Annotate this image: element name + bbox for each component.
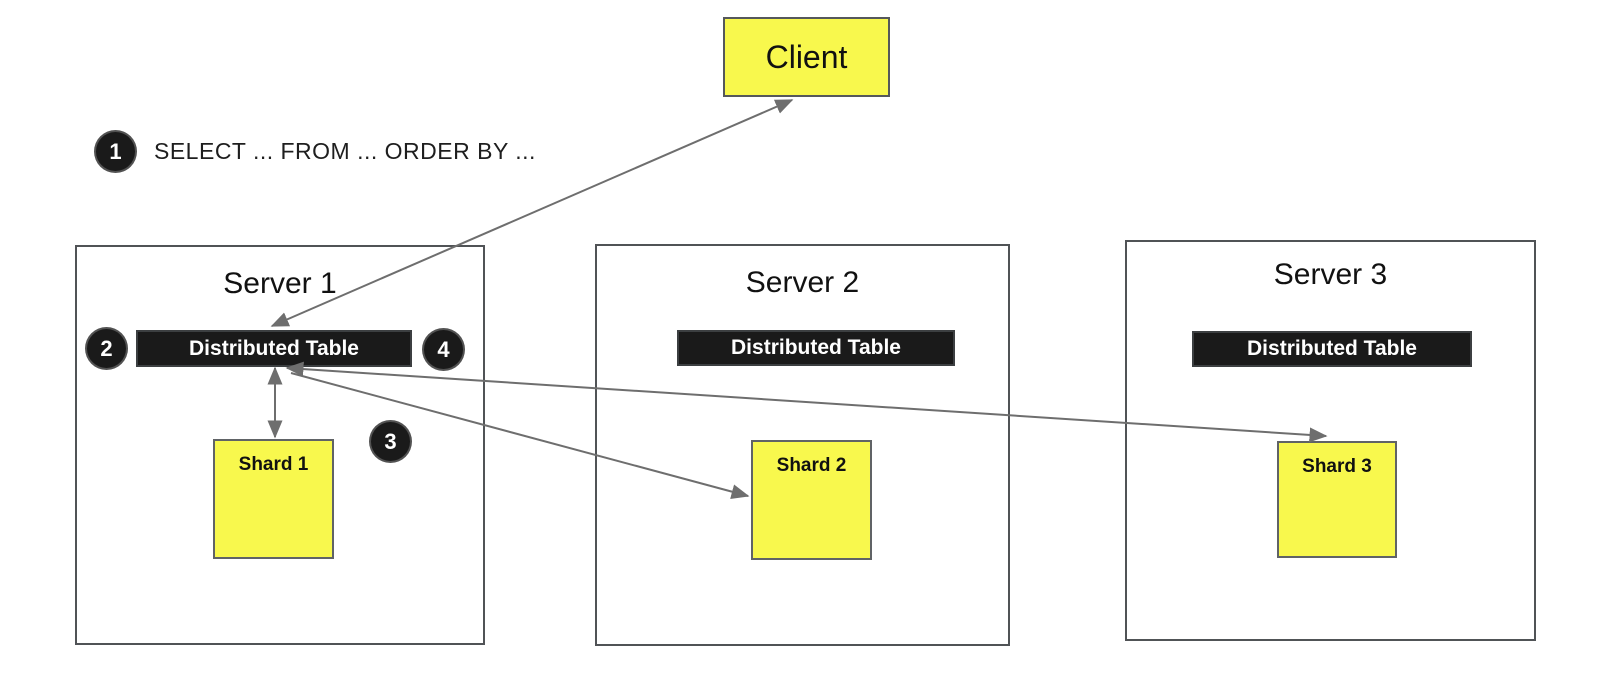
server-3-distributed-table: Distributed Table xyxy=(1192,331,1472,367)
server-1-distributed-table: Distributed Table xyxy=(136,330,412,367)
server-2-distributed-table: Distributed Table xyxy=(677,330,955,366)
server-3-shard: Shard 3 xyxy=(1277,441,1397,558)
step-3-badge: 3 xyxy=(369,420,412,463)
server-1-shard-label: Shard 1 xyxy=(238,454,309,475)
server-3-shard-label: Shard 3 xyxy=(1302,456,1372,477)
server-2-shard: Shard 2 xyxy=(751,440,872,560)
query-annotation: SELECT ... FROM ... ORDER BY ... xyxy=(154,138,536,164)
client-node: Client xyxy=(723,17,890,97)
step-4-number: 4 xyxy=(437,336,450,362)
server-3-title: Server 3 xyxy=(1273,258,1388,291)
client-label: Client xyxy=(765,38,848,75)
server-2-title: Server 2 xyxy=(745,266,860,299)
server-2-distributed-table-label: Distributed Table xyxy=(731,336,901,359)
step-1-number: 1 xyxy=(109,138,122,164)
server-1-shard: Shard 1 xyxy=(213,439,334,559)
server-1-title: Server 1 xyxy=(223,267,337,300)
step-1-badge: 1 xyxy=(94,130,137,173)
server-1-distributed-table-label: Distributed Table xyxy=(189,336,359,360)
step-2-number: 2 xyxy=(100,335,113,361)
server-2-shard-label: Shard 2 xyxy=(776,455,847,476)
server-3-distributed-table-label: Distributed Table xyxy=(1247,337,1417,360)
step-4-badge: 4 xyxy=(422,328,465,371)
step-2-badge: 2 xyxy=(85,327,128,370)
step-3-number: 3 xyxy=(384,428,397,454)
